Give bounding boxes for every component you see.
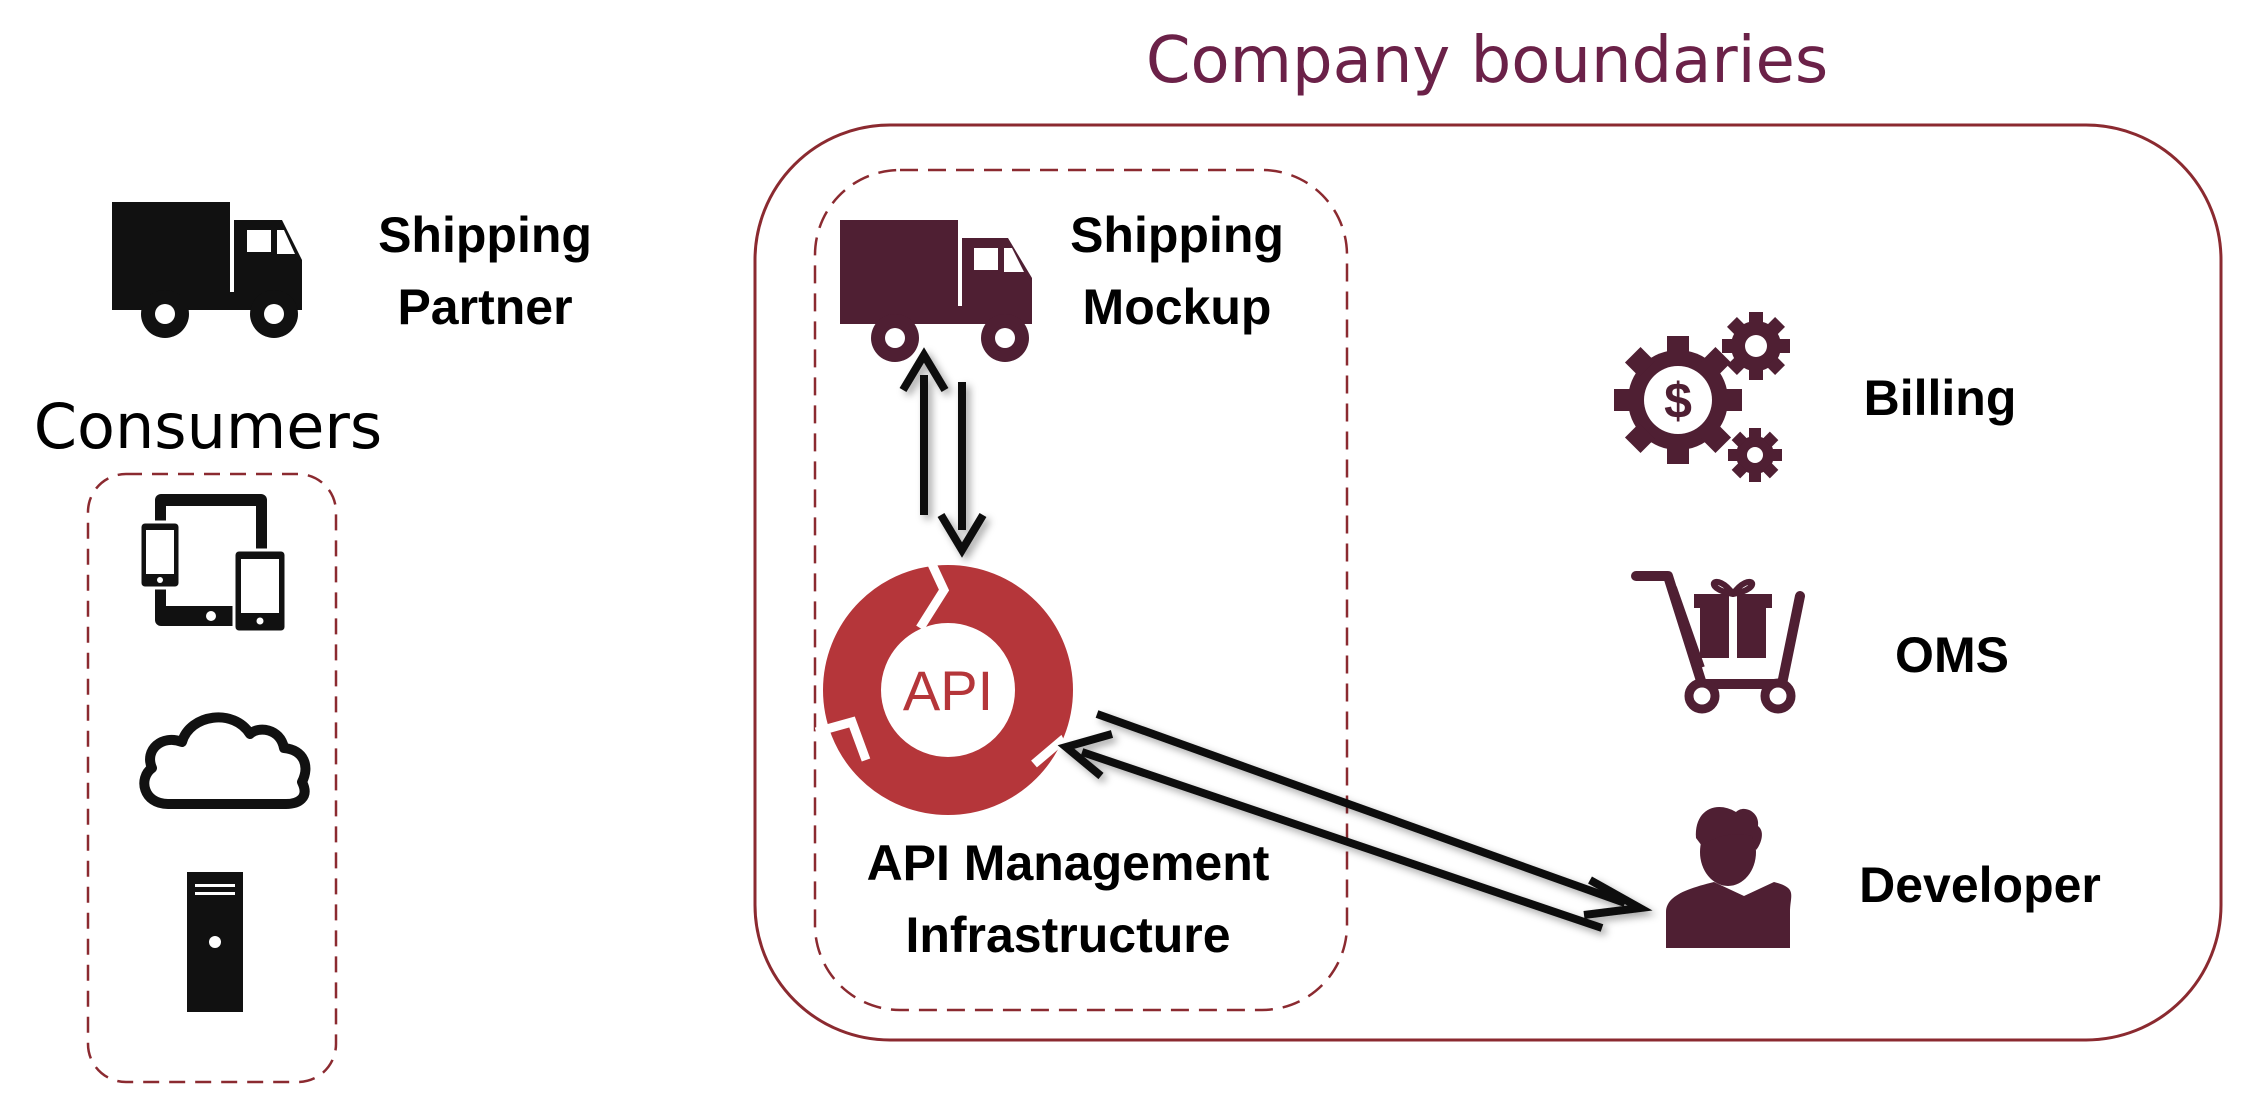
shipping-mockup: Shipping Mockup xyxy=(840,207,1284,362)
arrow-down xyxy=(937,382,987,558)
consumers-title: Consumers xyxy=(34,390,382,463)
developer-label: Developer xyxy=(1859,857,2101,913)
cycle-arrows-icon xyxy=(814,558,1083,815)
developer: Developer xyxy=(1666,807,2101,948)
truck-icon xyxy=(840,220,1032,362)
shipping-mockup-label-line2: Mockup xyxy=(1083,279,1272,335)
svg-text:$: $ xyxy=(1664,373,1692,429)
server-icon xyxy=(187,872,243,1012)
arrow-to-api xyxy=(1057,730,1604,932)
api-management-label-line2: Infrastructure xyxy=(905,907,1230,963)
shipping-partner-label-line2: Partner xyxy=(397,279,572,335)
api-management-label-line1: API Management xyxy=(867,835,1270,891)
company-boundaries-title: Company boundaries xyxy=(1146,24,1828,98)
oms: OMS xyxy=(1631,571,2009,714)
shipping-partner: Shipping Partner xyxy=(112,202,592,338)
billing: $ xyxy=(1614,312,2016,482)
oms-label: OMS xyxy=(1895,627,2009,683)
truck-icon xyxy=(112,202,302,338)
shipping-partner-label-line1: Shipping xyxy=(378,207,592,263)
company-boundary xyxy=(753,123,2223,1042)
arrow-to-developer xyxy=(1095,710,1653,919)
arrow-up xyxy=(899,347,949,515)
api-logo: API xyxy=(814,558,1083,815)
api-zone-boundary xyxy=(813,168,1349,1012)
user-icon xyxy=(1666,807,1792,948)
billing-label: Billing xyxy=(1864,370,2017,426)
cloud-icon xyxy=(139,712,311,809)
cart-gift-icon xyxy=(1631,571,1805,714)
shipping-mockup-label-line1: Shipping xyxy=(1070,207,1284,263)
api-logo-text: API xyxy=(903,659,993,722)
devices-icon xyxy=(138,494,288,634)
consumers-boundary xyxy=(86,472,338,1084)
gears-dollar-icon: $ xyxy=(1614,312,1790,482)
api-developer-arrows xyxy=(1057,710,1653,932)
mockup-api-arrows xyxy=(899,347,987,558)
consumers-group: Consumers xyxy=(34,390,382,1084)
